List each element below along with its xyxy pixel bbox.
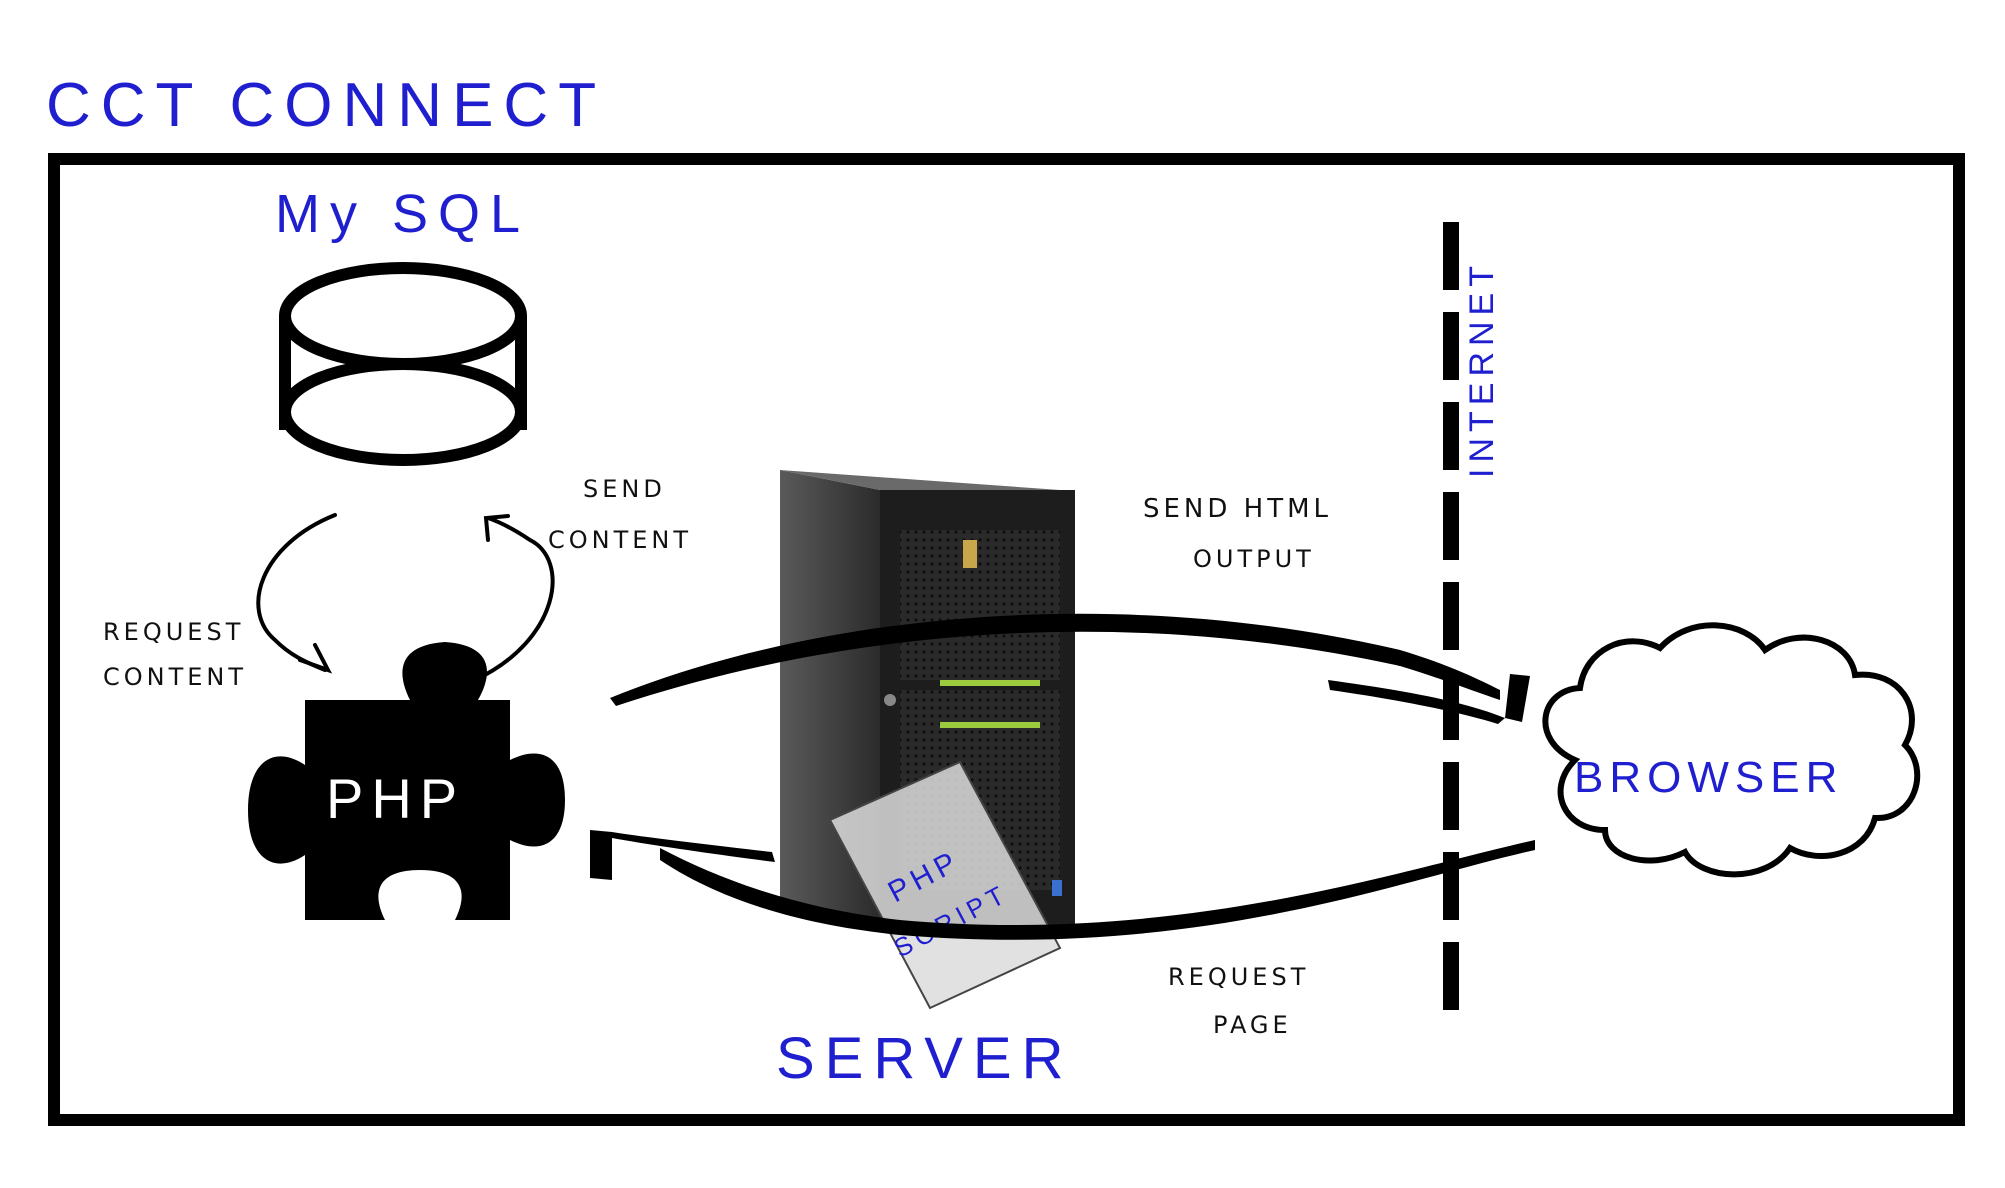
browser-label: BROWSER xyxy=(1574,753,1843,802)
request-page-label-line2: PAGE xyxy=(1213,1011,1292,1039)
page-title: CCT CONNECT xyxy=(46,71,606,140)
send-html-output-arrow xyxy=(610,613,1530,724)
request-content-label-line1: REQUEST xyxy=(103,618,244,646)
php-puzzle-icon: PHP xyxy=(248,642,565,920)
browser-cloud-icon: BROWSER xyxy=(1542,622,1921,878)
request-page-arrow xyxy=(590,830,1535,940)
send-content-arrow xyxy=(473,514,555,682)
send-content-label-line1: SEND xyxy=(583,475,666,503)
internet-label: INTERNET xyxy=(1463,260,1501,478)
request-content-label-line2: CONTENT xyxy=(103,663,247,691)
request-page-label-line1: REQUEST xyxy=(1168,963,1309,991)
send-content-label-line2: CONTENT xyxy=(548,526,692,554)
send-html-label-line1: SEND HTML xyxy=(1143,494,1332,524)
database-icon xyxy=(279,262,527,466)
server-label: SERVER xyxy=(776,1026,1073,1091)
php-script-document: PHP SCRIPT xyxy=(828,760,1062,1010)
send-html-label-line2: OUTPUT xyxy=(1193,545,1315,573)
php-label: PHP xyxy=(326,767,465,830)
diagram-frame xyxy=(48,153,1965,1126)
mysql-label: My SQL xyxy=(275,184,530,244)
request-content-arrow xyxy=(256,513,337,674)
